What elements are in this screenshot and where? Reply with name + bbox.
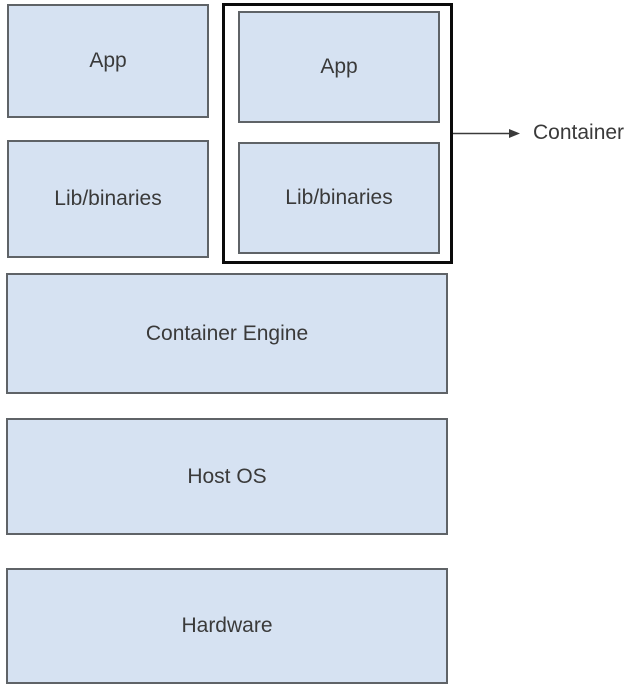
container-pointer-arrow bbox=[453, 129, 520, 138]
box-lib-host-label: Lib/binaries bbox=[54, 187, 162, 211]
box-host-os: Host OS bbox=[6, 418, 448, 535]
container-annotation-label: Container bbox=[533, 121, 625, 144]
box-app-host-label: App bbox=[89, 49, 127, 73]
box-app-host: App bbox=[7, 4, 209, 118]
box-lib-host: Lib/binaries bbox=[7, 140, 209, 258]
box-container-engine-label: Container Engine bbox=[145, 321, 309, 345]
box-app-container: App bbox=[238, 11, 440, 123]
box-lib-container-label: Lib/binaries bbox=[285, 186, 393, 210]
box-container-engine: Container Engine bbox=[6, 273, 448, 394]
container-boundary: App Lib/binaries bbox=[222, 3, 453, 264]
box-hardware: Hardware bbox=[6, 568, 448, 684]
box-lib-container: Lib/binaries bbox=[238, 142, 440, 254]
box-hardware-label: Hardware bbox=[181, 614, 273, 638]
box-app-container-label: App bbox=[320, 55, 358, 79]
box-host-os-label: Host OS bbox=[187, 464, 267, 488]
